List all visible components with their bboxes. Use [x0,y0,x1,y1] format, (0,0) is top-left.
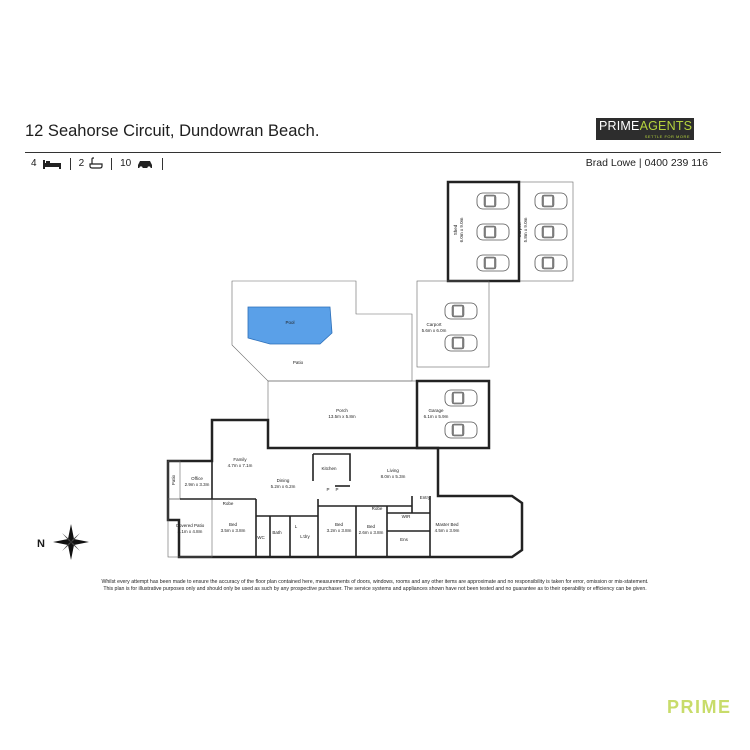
room-label: Garage [428,408,444,413]
room-label: 8.0m x 5.3m [381,474,406,479]
room-label: Porch [336,408,348,413]
room-label: Robe [223,501,234,506]
bath-count: 2 [78,158,85,169]
text-line: Whilst every attempt has been made to en… [101,579,649,585]
room-label: Bath [272,530,282,535]
shed-walls [446,180,521,283]
room-label: 6.1m x 5.9m [424,414,449,419]
prime-brand-mark: PRIME [667,697,732,717]
room-label: Covered Patio [176,523,205,528]
disclaimer: Whilst every attempt has been made to en… [20,579,730,593]
bed-icon [42,159,61,169]
room-label: Entry [420,495,431,500]
header-divider [25,152,721,153]
room-label: Bed [229,522,238,527]
agent-contact: Brad Lowe | 0400 239 116 [585,157,708,169]
room-label: 2.9m x 3.3m [185,482,210,487]
room-label: P [326,487,329,492]
room-label: WC [257,535,265,540]
patio-label: Patio [293,360,304,365]
room-label: 4.5m x 3.9m [435,528,460,533]
room-label: Ens [400,537,409,542]
room-label: 4.1m x 4.8m [178,529,203,534]
prime-agents-logo: PRIMEAGENTS SETTLE FOR MORE [596,118,694,140]
room-label: Bed [367,524,376,529]
interior-walls [180,453,431,557]
room-label: 4.7m x 7.1m [228,463,253,468]
text-line: AGENTS [639,119,693,133]
room-label: 13.5m x 5.8m [328,414,356,419]
pool-label: Pool [285,320,294,325]
room-label: Office [191,476,203,481]
property-address: 12 Seahorse Circuit, Dundowran Beach. [25,122,320,140]
room-label: Robe [372,506,383,511]
room-label: 3.5m x 3.8m [221,528,246,533]
carport-2 [416,280,490,368]
property-stats: 4 2 10 [31,157,166,170]
room-label: L [295,524,298,529]
car-icon [138,160,153,170]
house-outer-walls [166,418,524,559]
bath-icon [89,157,103,169]
room-label: WIR [402,514,411,519]
room-label: 2.6m x 3.8m [359,530,384,535]
room-label: Shed [453,224,458,235]
room-label: Patio [171,474,176,485]
room-label: P [335,487,338,492]
room-label: 3.2m x 3.8m [327,528,352,533]
room-label: Carport [426,322,442,327]
room-label: 5.8m x 9.0m [523,217,528,242]
text-line: PRIME [599,119,640,133]
outdoor-patio-area [231,280,413,382]
room-label: Bed [335,522,344,527]
room-label: Master Bed [435,522,459,527]
room-label: Dining [277,478,290,483]
room-label: Kitchen [321,466,337,471]
room-label: Living [387,468,399,473]
car-count: 10 [120,158,132,169]
compass-rose-icon [53,524,89,560]
north-label: N [37,538,45,550]
room-label: Family [233,457,247,462]
bed-count: 4 [31,158,37,169]
pool [247,306,333,345]
garage-walls [415,379,491,450]
covered-patio [167,498,213,558]
text-line: SETTLE FOR MORE [644,134,690,139]
room-label: Carport [517,222,522,238]
room-label: 5.6m x 6.0m [422,328,447,333]
room-label: 5.2m x 6.2m [271,484,296,489]
room-label: 6.0m x 9.0m [459,217,464,242]
room-label: L'dry [300,534,310,539]
text-line: This plan is for illustrative purposes o… [103,586,647,592]
side-patio [167,460,181,500]
